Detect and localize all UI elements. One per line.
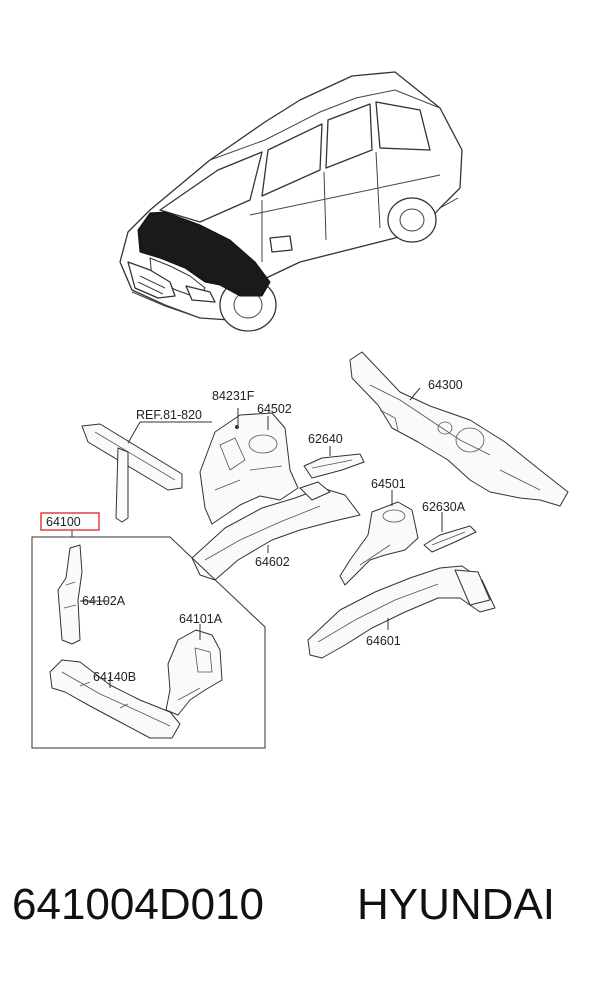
part-62630a-bracket: 62630A xyxy=(422,500,477,553)
label-64100: 64100 xyxy=(46,515,81,529)
part-64602-side-member: 64602 xyxy=(191,481,361,581)
label-64501: 64501 xyxy=(371,477,406,491)
label-62640: 62640 xyxy=(308,432,343,446)
footer-brand: HYUNDAI xyxy=(357,880,556,929)
label-64102a: 64102A xyxy=(82,594,126,608)
label-64502: 64502 xyxy=(257,402,292,416)
label-64140b: 64140B xyxy=(93,670,136,684)
label-62630a: 62630A xyxy=(422,500,466,514)
part-64501-apron: 64501 xyxy=(339,477,419,586)
assembly-64100-group: 64100 64102A 64101A 64140B xyxy=(31,512,266,749)
part-64601-side-member: 64601 xyxy=(307,565,496,659)
label-64101a: 64101A xyxy=(179,612,223,626)
part-64502-apron: 84231F 64502 xyxy=(199,389,299,525)
footer-part-number: 641004D010 xyxy=(12,880,265,929)
label-ref-81-820: REF.81-820 xyxy=(136,408,202,422)
label-64601: 64601 xyxy=(366,634,401,648)
vehicle-illustration xyxy=(119,71,463,332)
part-number-highlight-box xyxy=(40,512,100,531)
label-84231f: 84231F xyxy=(212,389,255,403)
label-64300: 64300 xyxy=(428,378,463,392)
ref-81-820-part: REF.81-820 xyxy=(81,408,212,523)
part-62640-bracket: 62640 xyxy=(303,432,365,479)
label-64602: 64602 xyxy=(255,555,290,569)
part-64300-dash-panel: 64300 xyxy=(349,351,569,507)
